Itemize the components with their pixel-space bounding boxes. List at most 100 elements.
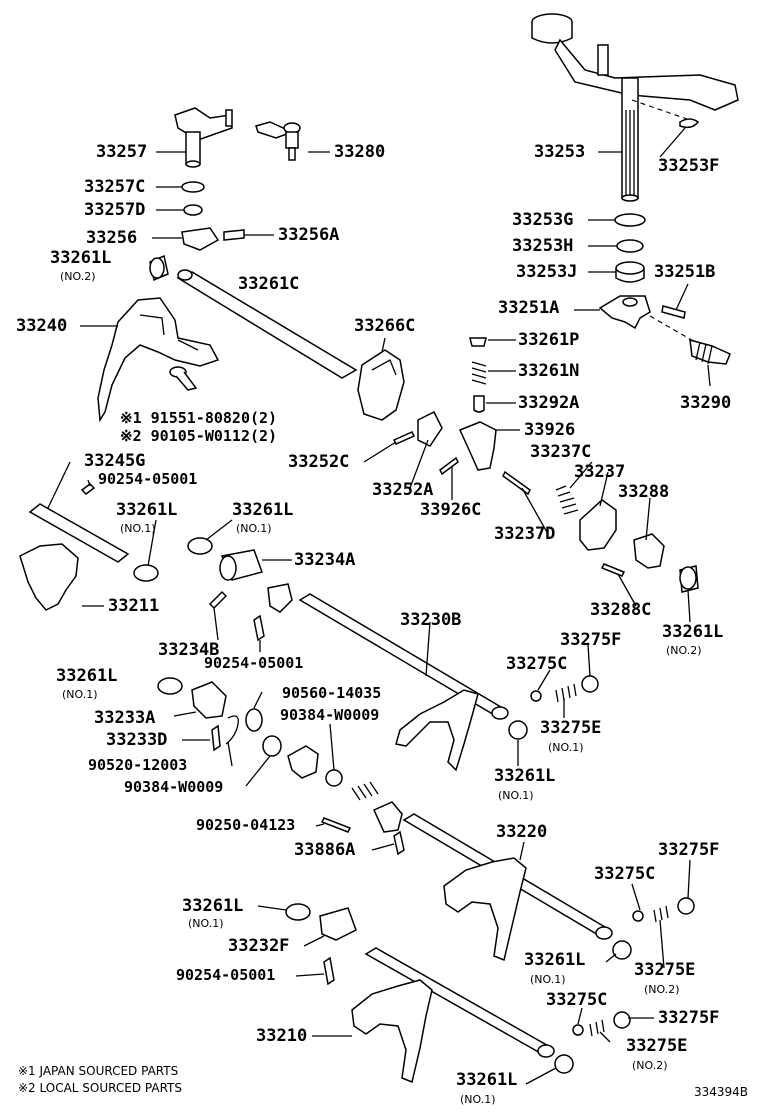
head-90254-b-drawing xyxy=(267,583,293,613)
part-label-33261l-no1-b: 33261L xyxy=(116,500,178,520)
bushing-33261l-no1-d-drawing xyxy=(157,677,183,695)
part-label-33886a: 33886A xyxy=(294,840,356,860)
head-33233a-drawing xyxy=(191,681,227,719)
lever-33251a-drawing xyxy=(598,295,651,330)
bushing-33257c-drawing xyxy=(181,181,205,193)
reference-local-part: ※2 90105-W0112(2) xyxy=(120,427,278,445)
part-label-33261l-no1-f: 33261L xyxy=(182,896,244,916)
fork-33210-drawing xyxy=(351,979,433,1084)
housing-33240-drawing xyxy=(97,297,220,423)
washer-33253g-drawing xyxy=(614,213,646,227)
part-label-90254-05001-b: 90254-05001 xyxy=(204,654,304,672)
sleeve-33232f-drawing xyxy=(319,907,357,941)
part-label-33253f: 33253F xyxy=(658,156,720,176)
spring-33261n-drawing xyxy=(471,361,487,385)
head-33211-drawing xyxy=(19,543,79,611)
part-label-33237: 33237 xyxy=(574,462,626,482)
bushing-33261l-no1-f-drawing xyxy=(285,903,311,921)
bushing-33253h-drawing xyxy=(616,239,644,253)
pin-33233d-drawing xyxy=(211,724,221,752)
part-label-33257c: 33257C xyxy=(84,177,146,197)
leader-lines xyxy=(47,127,711,1085)
part-label-33261l-no1-i: 33261L xyxy=(456,1070,518,1090)
bushing-33261l-no1-c-drawing xyxy=(187,537,213,555)
part-label-33234b: 33234B xyxy=(158,640,220,660)
part-label-33266c: 33266C xyxy=(354,316,416,336)
part-label-33233a: 33233A xyxy=(94,708,156,728)
pin-90254-a-drawing xyxy=(80,483,96,495)
part-label-33230b: 33230B xyxy=(400,610,462,630)
part-sublabel-no1-f: (NO.1) xyxy=(188,917,224,930)
spring-drawing xyxy=(351,781,379,801)
bushing-33261l-no1-g-drawing xyxy=(612,940,632,960)
shift-lever-33280-drawing xyxy=(255,121,301,161)
part-label-90520-12003: 90520-12003 xyxy=(88,756,188,774)
part-label-33275c-b: 33275C xyxy=(594,864,656,884)
part-label-33290: 33290 xyxy=(680,393,732,413)
pin-90250-drawing xyxy=(320,817,352,833)
part-label-33292a: 33292A xyxy=(518,393,580,413)
part-label-33926: 33926 xyxy=(524,420,576,440)
pin-33288c-drawing xyxy=(600,563,626,577)
bushing-33261l-no1-i-drawing xyxy=(554,1054,574,1074)
part-label-33234a: 33234A xyxy=(294,550,356,570)
ball-33275c-c-drawing xyxy=(572,1024,584,1036)
part-sublabel-no1-i: (NO.1) xyxy=(460,1093,496,1106)
ring-90520-drawing xyxy=(225,715,239,745)
part-label-33252a: 33252A xyxy=(372,480,434,500)
part-label-33261c: 33261C xyxy=(238,274,300,294)
part-label-33253g: 33253G xyxy=(512,210,574,230)
pin-33234b-drawing xyxy=(208,590,228,610)
lever-33256-drawing xyxy=(181,227,220,251)
part-label-90384-w0009-b: 90384-W0009 xyxy=(124,778,224,796)
part-label-33280: 33280 xyxy=(334,142,386,162)
part-label-33220: 33220 xyxy=(496,822,548,842)
part-label-33926c: 33926C xyxy=(420,500,482,520)
part-label-33261p: 33261P xyxy=(518,330,580,350)
switch-33290-drawing xyxy=(689,338,731,365)
part-sublabel-no1-e: (NO.1) xyxy=(498,789,534,802)
spring-33275e-c-drawing xyxy=(589,1019,605,1037)
part-label-33275e-a: 33275E xyxy=(540,718,602,738)
part-label-33256a: 33256A xyxy=(278,225,340,245)
part-label-90250-04123: 90250-04123 xyxy=(196,816,296,834)
plug-33261p-drawing xyxy=(469,337,487,347)
part-sublabel-no2-right: (NO.2) xyxy=(666,644,702,657)
part-label-33240: 33240 xyxy=(16,316,68,336)
part-label-33233d: 33233D xyxy=(106,730,168,750)
ball-33292a-drawing xyxy=(473,395,485,413)
head-33252a-drawing xyxy=(417,410,443,447)
spring-33275e-a-drawing xyxy=(555,683,577,703)
footnote-local-sourced: ※2 LOCAL SOURCED PARTS xyxy=(18,1081,182,1095)
part-label-33245g: 33245G xyxy=(84,451,146,471)
part-label-33261l-no1-e: 33261L xyxy=(494,766,556,786)
part-sublabel-no2-be: (NO.2) xyxy=(644,983,680,996)
part-label-33210: 33210 xyxy=(256,1026,308,1046)
part-sublabel-no1-ae: (NO.1) xyxy=(548,741,584,754)
part-label-33251b: 33251B xyxy=(654,262,716,282)
pin-33252c-drawing xyxy=(392,431,416,445)
rod-33245g-drawing xyxy=(28,503,130,563)
bushing-90384-a-drawing xyxy=(325,769,343,787)
part-label-33253j: 33253J xyxy=(516,262,578,282)
part-label-33252c: 33252C xyxy=(288,452,350,472)
part-label-33253: 33253 xyxy=(534,142,586,162)
head-33266c-drawing xyxy=(357,349,405,421)
part-label-33288c: 33288C xyxy=(590,600,652,620)
part-label-33275c-c: 33275C xyxy=(546,990,608,1010)
part-label-33237d: 33237D xyxy=(494,524,556,544)
bolt-33256a-drawing xyxy=(223,229,245,241)
shift-lever-assembly-drawing xyxy=(531,13,739,202)
part-label-90560-14035: 90560-14035 xyxy=(282,684,382,702)
part-sublabel-no2: (NO.2) xyxy=(60,270,96,283)
part-label-33257: 33257 xyxy=(96,142,148,162)
pin-90254-c-drawing xyxy=(323,956,335,986)
part-label-33251a: 33251A xyxy=(498,298,560,318)
part-sublabel-no1-b: (NO.1) xyxy=(120,522,156,535)
part-label-33275e-c: 33275E xyxy=(626,1036,688,1056)
part-label-33261l-no1-c: 33261L xyxy=(232,500,294,520)
ball-33275c-b-drawing xyxy=(632,910,644,922)
part-label-33253h: 33253H xyxy=(512,236,574,256)
ring-90560-drawing xyxy=(245,708,263,732)
